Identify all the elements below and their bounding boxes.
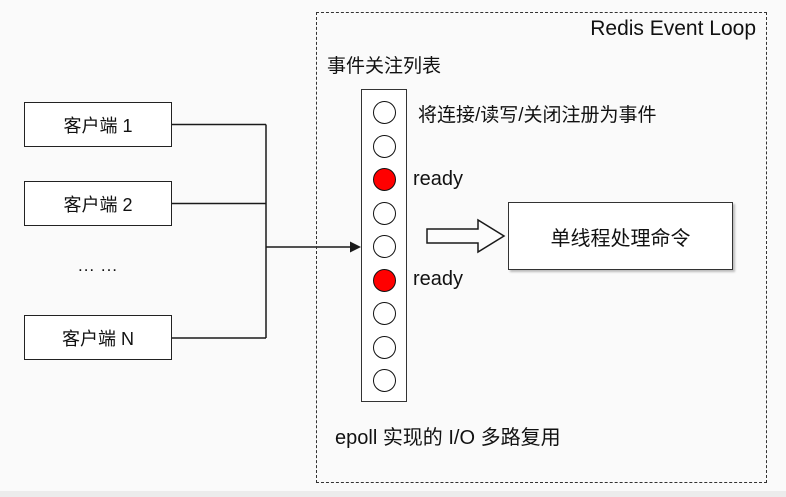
redis-event-loop-title: Redis Event Loop [590,17,756,40]
bottom-edge-strip [0,491,786,497]
client-box-n: 客户端 N [24,315,172,360]
event-slot-idle [372,335,396,359]
client-box-2: 客户端 2 [24,181,172,226]
processor-box: 单线程处理命令 [508,202,733,270]
event-slot-ready [372,168,396,191]
event-slot-idle [372,134,396,158]
redis-event-loop-box [316,12,767,483]
ready-label-2: ready [413,268,464,290]
watch-list-label: 事件关注列表 [327,56,442,77]
ready-label-1: ready [413,168,464,190]
processor-label: 单线程处理命令 [550,227,691,250]
event-slot-idle [372,302,396,325]
client-label-2: 客户端 2 [63,194,133,215]
event-slot-idle [372,201,396,225]
register-note: 将连接/读写/关闭注册为事件 [418,105,657,126]
event-slot-idle [372,235,396,258]
clients-ellipsis: ... ... [77,256,119,275]
client-label-1: 客户端 1 [63,115,133,136]
event-slot-idle [372,369,396,392]
client-box-1: 客户端 1 [24,102,172,147]
event-slot-idle [372,101,396,124]
event-slot-ready [372,268,396,292]
event-slot-list [361,89,407,402]
epoll-note: epoll 实现的 I/O 多路复用 [335,427,561,449]
client-label-n: 客户端 N [62,328,134,349]
